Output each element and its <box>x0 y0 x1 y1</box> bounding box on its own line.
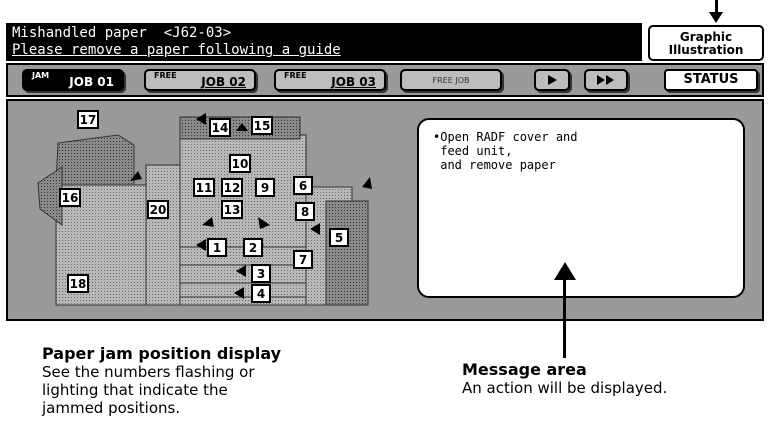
status-button[interactable]: STATUS <box>664 69 758 91</box>
jam-position-diagram: 17 16 18 20 14 15 10 11 12 9 13 6 8 5 7 … <box>37 110 372 306</box>
fast-forward-icon <box>597 75 614 85</box>
svg-text:4: 4 <box>257 287 265 301</box>
jam-label-3: 3 <box>251 264 271 283</box>
tab-state-label: JAM <box>32 71 50 80</box>
svg-text:16: 16 <box>62 191 79 205</box>
jam-number-labels: 17 16 18 20 14 15 10 11 12 9 13 6 8 5 7 … <box>59 110 349 303</box>
main-panel: 17 16 18 20 14 15 10 11 12 9 13 6 8 5 7 … <box>6 99 764 321</box>
tab-job-label: JOB 02 <box>201 75 246 89</box>
graphic-illustration-button[interactable]: Graphic Illustration <box>648 25 764 61</box>
svg-text:11: 11 <box>196 181 213 195</box>
svg-text:7: 7 <box>299 253 307 267</box>
jam-label-15: 15 <box>251 116 273 135</box>
svg-text:1: 1 <box>213 241 221 255</box>
jam-label-7: 7 <box>293 250 313 269</box>
annotation-left-line: lighting that indicate the <box>42 381 228 399</box>
jam-label-17: 17 <box>77 110 99 129</box>
annotation-left-title: Paper jam position display <box>42 344 282 363</box>
svg-text:10: 10 <box>232 157 249 171</box>
jam-label-8: 8 <box>295 202 315 221</box>
svg-text:3: 3 <box>257 267 265 281</box>
tab-job-03[interactable]: FREE JOB 03 <box>274 69 386 91</box>
jam-label-14: 14 <box>209 118 231 137</box>
graphic-button-line1: Graphic <box>679 30 733 44</box>
graphic-button-line2: Illustration <box>668 43 744 57</box>
jam-label-13: 13 <box>221 200 243 219</box>
next-button[interactable] <box>534 69 570 91</box>
svg-text:17: 17 <box>80 113 97 127</box>
svg-text:13: 13 <box>224 203 241 217</box>
annotation-left-line: jammed positions. <box>42 399 181 417</box>
message-line: feed unit, <box>433 144 513 158</box>
svg-text:8: 8 <box>301 205 309 219</box>
jam-label-6: 6 <box>293 176 313 195</box>
tab-state-label: FREE <box>154 71 177 80</box>
callout-line <box>563 268 566 358</box>
jam-label-9: 9 <box>255 178 275 197</box>
jam-label-5: 5 <box>329 228 349 247</box>
tab-job-label: JOB 03 <box>331 75 376 89</box>
tab-job-02[interactable]: FREE JOB 02 <box>144 69 256 91</box>
callout-arrow-line <box>715 0 718 14</box>
jam-label-20: 20 <box>147 200 169 219</box>
jam-label-11: 11 <box>193 178 215 197</box>
message-area: •Open RADF cover and feed unit, and remo… <box>417 118 745 298</box>
jam-label-16: 16 <box>59 188 81 207</box>
svg-text:9: 9 <box>261 181 269 195</box>
tab-state-label: FREE <box>284 71 307 80</box>
header-title-line2: Please remove a paper following a guide <box>12 42 341 58</box>
annotation-right-title: Message area <box>462 360 587 379</box>
jam-label-18: 18 <box>67 274 89 293</box>
jam-direction-arrows <box>130 113 372 299</box>
jam-label-1: 1 <box>207 238 227 257</box>
svg-text:18: 18 <box>70 277 87 291</box>
tab-job-label: FREE JOB <box>432 76 470 85</box>
message-line: •Open RADF cover and <box>433 130 578 144</box>
finisher-unit <box>37 134 181 306</box>
message-line: and remove paper <box>433 158 556 172</box>
jam-label-4: 4 <box>251 284 271 303</box>
play-icon <box>548 75 557 85</box>
jam-label-10: 10 <box>229 154 251 173</box>
svg-text:5: 5 <box>335 231 343 245</box>
svg-text:12: 12 <box>224 181 241 195</box>
annotation-right-text: An action will be displayed. <box>462 379 668 397</box>
jam-label-12: 12 <box>221 178 243 197</box>
tab-free-job[interactable]: FREE JOB <box>400 69 502 91</box>
tab-job-label: JOB 01 <box>69 75 114 89</box>
fast-forward-button[interactable] <box>584 69 628 91</box>
message-header: Mishandled paper <J62-03> Please remove … <box>6 23 642 61</box>
callout-arrow-head <box>709 12 723 23</box>
svg-text:20: 20 <box>150 203 167 217</box>
job-tab-bar: JAM JOB 01 FREE JOB 02 FREE JOB 03 FREE … <box>6 63 764 97</box>
svg-text:2: 2 <box>249 241 257 255</box>
header-title-line1: Mishandled paper <J62-03> <box>12 25 232 41</box>
tab-job-01[interactable]: JAM JOB 01 <box>22 69 124 91</box>
jam-label-2: 2 <box>243 238 263 257</box>
annotation-left-line: See the numbers flashing or <box>42 363 255 381</box>
svg-text:6: 6 <box>299 179 307 193</box>
svg-text:15: 15 <box>254 119 271 133</box>
svg-text:14: 14 <box>212 121 229 135</box>
